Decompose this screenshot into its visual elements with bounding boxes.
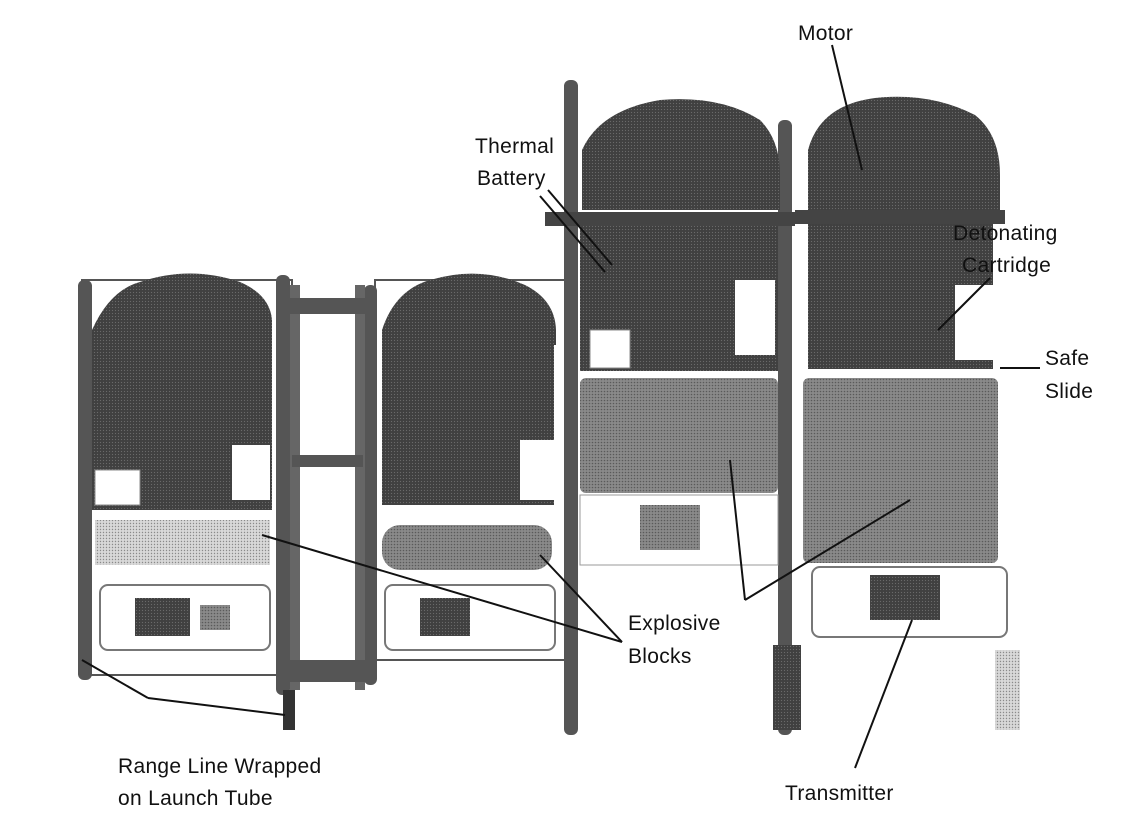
module-3-white-notch-2 xyxy=(735,280,775,355)
leader-explosive-1 xyxy=(261,534,623,643)
launch-tube-bottom-band xyxy=(288,660,366,682)
module-4 xyxy=(795,96,1020,730)
leader-range-line-2 xyxy=(147,697,286,716)
module-1 xyxy=(78,273,293,695)
module-1-right-rod xyxy=(276,275,290,695)
module-2-circuit xyxy=(420,598,470,636)
label-safe-slide-line1: Safe xyxy=(1045,347,1089,370)
module-4-right-stub xyxy=(995,650,1020,730)
label-explosive-line1: Explosive xyxy=(628,612,721,635)
launch-tube-foot xyxy=(283,690,295,730)
module-4-motor-dome xyxy=(808,96,1000,210)
module-2-white-notch xyxy=(520,440,554,500)
module-2 xyxy=(364,273,566,685)
module-2-motor-dome xyxy=(382,273,556,345)
label-transmitter: Transmitter xyxy=(785,782,894,805)
launch-tube-right-wall xyxy=(355,285,365,690)
label-detonating-line2: Cartridge xyxy=(962,254,1051,277)
module-3-white-notch xyxy=(589,329,631,369)
module-1-white-notch-2 xyxy=(232,445,270,500)
label-thermal-battery-line2: Battery xyxy=(477,167,546,190)
module-3-left-rod xyxy=(564,80,578,735)
label-explosive-line2: Blocks xyxy=(628,645,692,668)
leader-detonating-cartridge xyxy=(937,277,991,331)
module-3-bottom-post xyxy=(773,645,801,730)
leader-thermal-battery xyxy=(539,195,606,273)
module-1-motor-dome xyxy=(92,273,272,345)
leader-explosive-2 xyxy=(539,554,623,643)
leader-motor xyxy=(831,44,863,171)
module-2-explosive-block xyxy=(382,525,552,570)
launch-tube-top-band xyxy=(290,298,365,314)
module-3-explosive-block xyxy=(580,378,778,493)
leader-range-line-1 xyxy=(81,659,149,699)
leader-explosive-3 xyxy=(729,459,746,601)
launch-tube-segment xyxy=(283,285,366,730)
label-safe-slide-line2: Slide xyxy=(1045,380,1093,403)
module-4-circuit xyxy=(870,575,940,620)
leader-lines xyxy=(81,44,1040,769)
label-detonating-line1: Detonating xyxy=(953,222,1058,245)
module-3-circuit xyxy=(640,505,700,550)
labels: Motor Thermal Battery Detonating Cartrid… xyxy=(118,22,1093,810)
module-3 xyxy=(545,80,801,735)
module-3-top-bar xyxy=(545,212,795,226)
leader-transmitter xyxy=(854,619,913,769)
leader-thermal-battery-2 xyxy=(547,189,613,266)
label-range-line-line1: Range Line Wrapped xyxy=(118,755,322,778)
module-4-top-bar xyxy=(795,210,1005,224)
launch-tube-mid-band xyxy=(292,455,363,467)
module-4-explosive-block xyxy=(803,378,998,563)
module-2-left-rod xyxy=(364,285,377,685)
label-motor: Motor xyxy=(798,22,853,45)
module-1-explosive-block xyxy=(95,520,270,565)
module-1-circuit xyxy=(135,598,190,636)
module-4-white-notch xyxy=(955,285,995,360)
module-1-white-notch xyxy=(94,469,141,506)
module-1-circuit-2 xyxy=(200,605,230,630)
module-3-motor-dome xyxy=(582,99,780,210)
module-1-left-rod xyxy=(78,280,92,680)
label-range-line-line2: on Launch Tube xyxy=(118,787,273,810)
label-thermal-battery-line1: Thermal xyxy=(475,135,554,158)
module-3-right-rod xyxy=(778,120,792,735)
launch-tube-left-wall xyxy=(290,285,300,690)
leader-explosive-4 xyxy=(744,499,911,601)
